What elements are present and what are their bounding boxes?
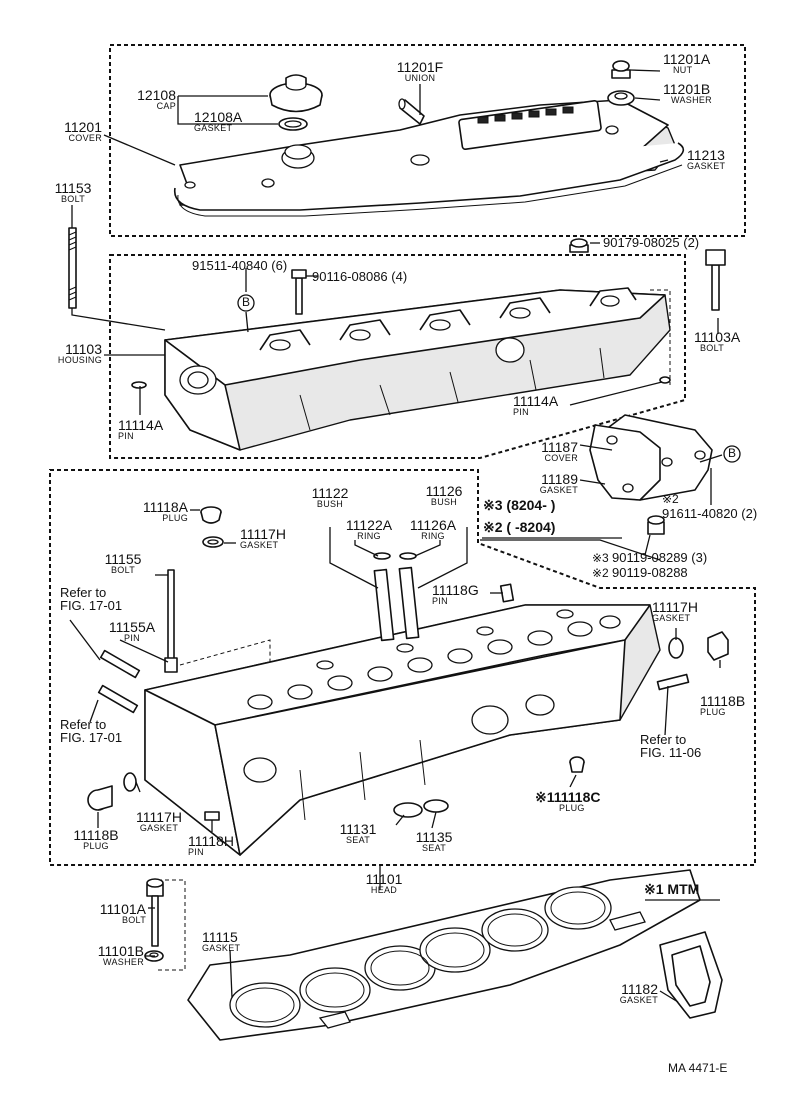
oil-filler-cap-drawing: [269, 74, 323, 131]
note-mark1-mtm: ※1 MTM: [644, 881, 700, 897]
marker-b2-text: B: [728, 446, 737, 460]
cover-group-boundary: [109, 44, 746, 237]
marker-b2-circle: [723, 445, 741, 463]
label-note-mark2-small: ※2: [662, 492, 679, 506]
note-mark3-small: ※3: [592, 551, 609, 565]
label-bolt-90119-3: 90119-08289 (3): [612, 550, 708, 565]
end-cover-drawing: [589, 414, 713, 535]
head-bolt-drawing: [144, 878, 164, 962]
label-bolt-90119-2: 90119-08288: [612, 565, 688, 580]
lower-bolt-boundary: [158, 879, 186, 971]
marker-b-text: B: [242, 295, 251, 309]
exhaust-gasket-drawing: [659, 931, 723, 1019]
union-fitting-drawing: [398, 98, 425, 125]
housing-bolts-drawing: [131, 238, 726, 389]
stud-bolt-11153-drawing: [68, 227, 77, 309]
note-mark2-small-b: ※2: [592, 566, 609, 580]
head-gasket-drawing: [187, 869, 701, 1041]
footer-figure-code: MA 4471-E: [668, 1061, 728, 1075]
housing-group-boundary: [109, 254, 686, 459]
label-bolt-91511: 91511-40840 (6): [192, 258, 288, 273]
label-bolt-91611: 91611-40820 (2): [662, 506, 758, 521]
cover-nut-drawing: [607, 60, 635, 106]
note-mark3-range: ※3 (8204- ): [483, 497, 556, 513]
valve-cover-drawing: [173, 99, 685, 217]
note-mark2-range: ※2 ( -8204): [483, 519, 556, 535]
camshaft-housing-drawing: [164, 287, 671, 451]
label-bolt-90116: 90116-08086 (4): [312, 269, 408, 284]
marker-b-circle: [237, 294, 255, 312]
cylinder-head-drawing: [144, 604, 661, 856]
label-bolt-90179: 90179-08025 (2): [603, 235, 700, 250]
head-group-boundary: [49, 469, 756, 866]
leader-lines: [69, 69, 723, 1003]
